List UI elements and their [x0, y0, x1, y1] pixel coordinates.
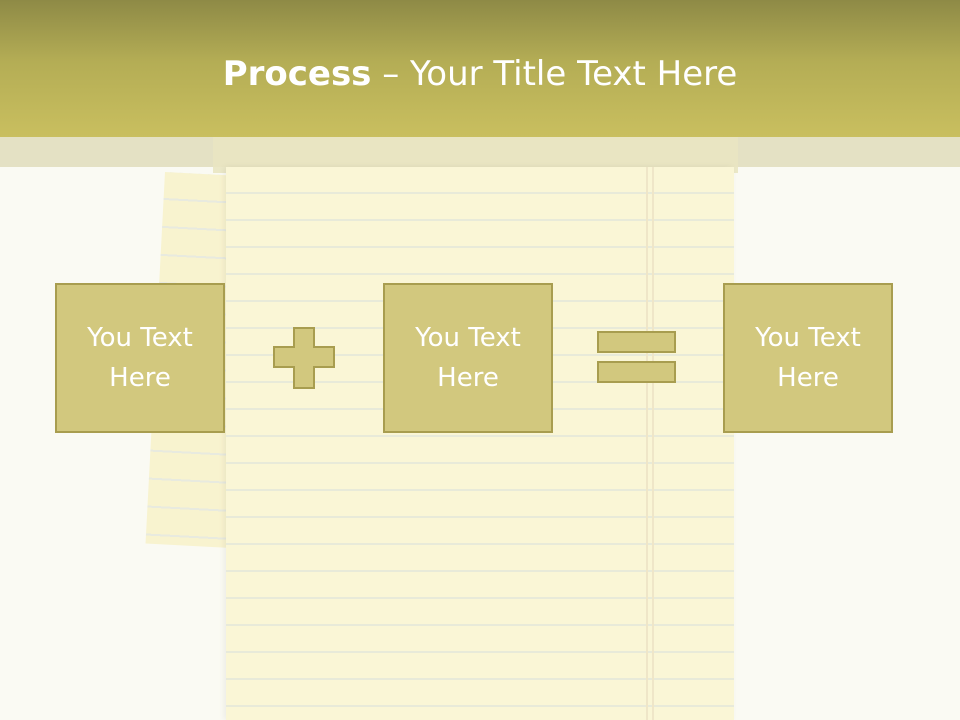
process-box-text: You Text Here: [87, 323, 193, 393]
title-rest: – Your Title Text Here: [371, 54, 738, 94]
process-box-3: You Text Here: [723, 283, 893, 433]
equals-icon: [597, 331, 676, 383]
header-bar: [0, 0, 960, 137]
plus-icon: [273, 327, 335, 389]
process-box-text: You Text Here: [415, 323, 521, 393]
notepad-paper: [226, 167, 734, 720]
title-bold: Process: [222, 54, 372, 94]
process-box-text: You Text Here: [755, 323, 861, 393]
process-box-2: You Text Here: [383, 283, 553, 433]
process-box-1: You Text Here: [55, 283, 225, 433]
margin-line: [652, 167, 654, 720]
margin-line: [646, 167, 648, 720]
slide-title: Process – Your Title Text Here: [0, 52, 960, 96]
